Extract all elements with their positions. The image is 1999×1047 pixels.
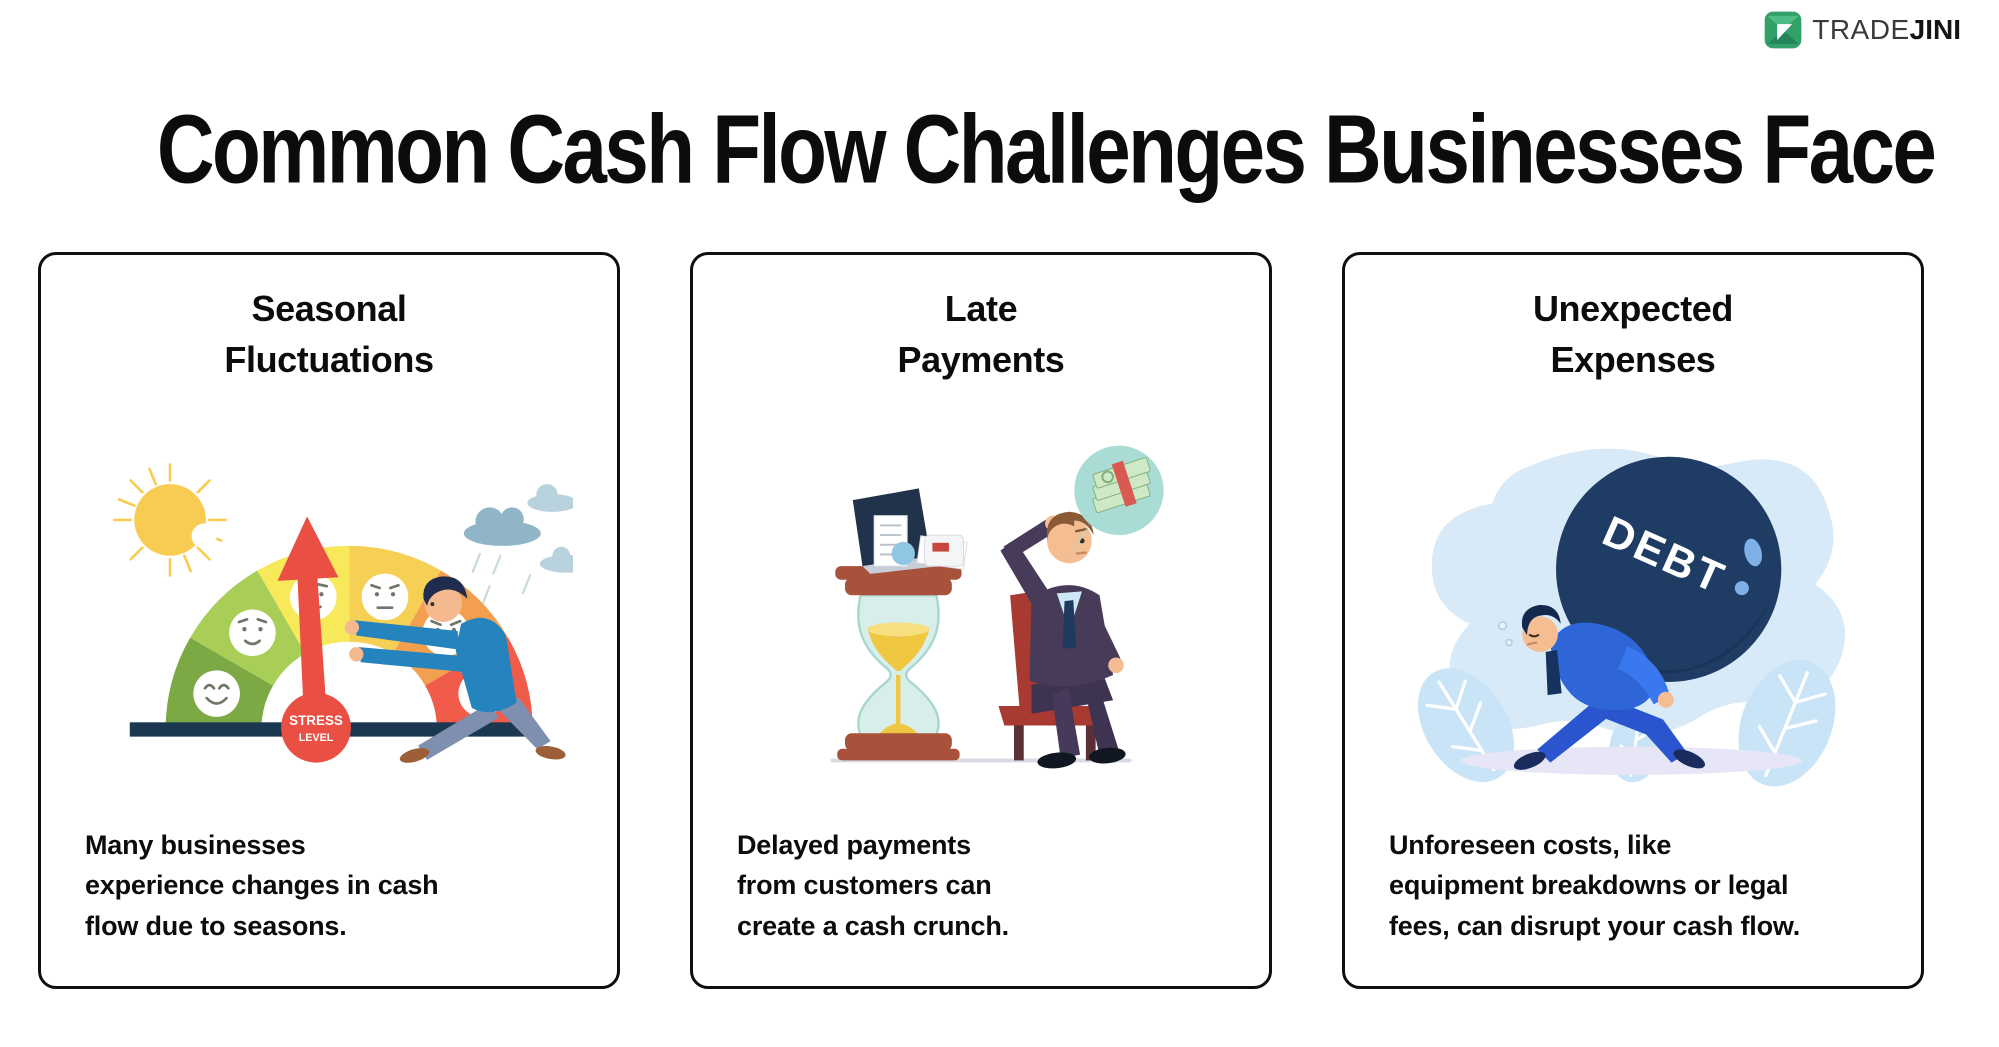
brand-name-light: TRADE (1812, 14, 1910, 45)
thinking-man (1000, 511, 1126, 769)
card-description: Delayed payments from customers can crea… (737, 829, 1009, 941)
happy-face-icon (193, 670, 240, 717)
laptop-and-receipts (852, 488, 968, 574)
tear-drops-icon (1498, 621, 1513, 647)
brand-name-bold: JINI (1909, 14, 1961, 45)
card-heading: Late Payments (897, 288, 1065, 381)
late-payments-illustration (737, 385, 1225, 824)
pushing-man (344, 576, 566, 763)
card-unexpected-expenses: Unexpected Expenses (1342, 252, 1924, 989)
stress-meter-svg: STRESS LEVEL (113, 462, 573, 763)
card-seasonal-fluctuations: Seasonal Fluctuations (38, 252, 620, 989)
card-heading: Unexpected Expenses (1532, 288, 1734, 381)
brand-logo: TRADEJINI (1763, 10, 1961, 50)
tape-roll-icon (891, 541, 915, 566)
card-heading: Seasonal Fluctuations (224, 288, 434, 381)
stress-label-top: STRESS (289, 713, 343, 728)
cash-bundle-icon (1092, 457, 1151, 513)
page-title: Common Cash Flow Challenges Businesses F… (156, 93, 1937, 204)
sun-icon (113, 462, 227, 577)
receipt-printer-icon (924, 534, 964, 567)
card-description: Unforeseen costs, like equipment breakdo… (1389, 829, 1801, 941)
card-description: Many businesses experience changes in ca… (85, 829, 439, 941)
page-header: TRADEJINI (0, 0, 1999, 60)
debt-burden-svg: DEBT (1417, 448, 1846, 787)
late-payments-svg (830, 445, 1164, 769)
debt-burden-illustration: DEBT (1389, 385, 1877, 824)
rain-clouds-icon (463, 483, 573, 606)
challenge-cards: Seasonal Fluctuations (0, 252, 1999, 989)
worried-face-icon (361, 573, 409, 621)
stress-label-bottom: LEVEL (299, 732, 334, 744)
ground-shadow (1460, 746, 1802, 775)
stress-arrow: STRESS LEVEL (277, 516, 351, 763)
debt-ball-icon: DEBT (1556, 456, 1782, 682)
stress-meter-illustration: STRESS LEVEL (85, 385, 573, 824)
brand-name: TRADEJINI (1812, 14, 1961, 46)
burdened-man (1498, 604, 1706, 770)
hourglass-icon (835, 566, 962, 761)
brand-logo-icon (1763, 10, 1803, 50)
smile-face-icon (229, 609, 276, 656)
tradejini-mark-icon (1764, 11, 1802, 49)
card-late-payments: Late Payments (690, 252, 1272, 989)
